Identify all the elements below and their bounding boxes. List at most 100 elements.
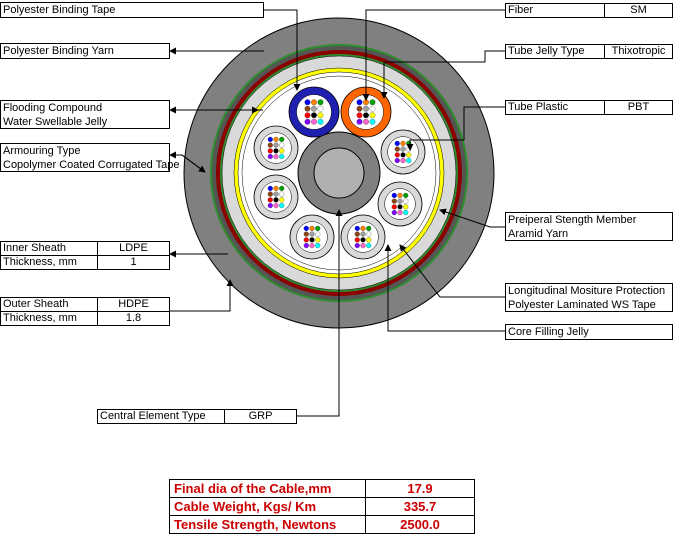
fiber-dot xyxy=(406,152,412,158)
fiber-value: SM xyxy=(604,3,673,18)
outer-thickness-value: 1.8 xyxy=(97,311,170,326)
fiber-dot xyxy=(273,185,279,191)
fiber-dot xyxy=(391,210,397,216)
fiber-dot xyxy=(317,99,324,106)
fiber-dot xyxy=(360,225,366,231)
fiber-dot xyxy=(403,210,409,216)
inner-thickness-label: Thickness, mm xyxy=(0,255,98,270)
fiber-dot xyxy=(406,158,412,164)
fiber-dot xyxy=(317,118,324,125)
fiber-dot xyxy=(360,237,366,243)
fiber-dot xyxy=(363,99,369,106)
central-element-value: GRP xyxy=(224,409,297,424)
binding-yarn-label: Polyester Binding Yarn xyxy=(3,45,114,57)
fiber-dot xyxy=(279,136,285,142)
fiber-dot xyxy=(403,198,409,204)
strength-member-label-box: Preiperal Stength Member Aramid Yarn xyxy=(505,212,673,241)
fiber-dot xyxy=(403,192,409,198)
fiber-dot xyxy=(369,118,376,125)
fiber-dot xyxy=(273,148,279,154)
fiber-dot xyxy=(363,118,369,125)
fiber-dot xyxy=(273,197,279,203)
inner-sheath-value: LDPE xyxy=(97,241,170,256)
central-element-label: Central Element Type xyxy=(97,409,225,424)
fiber-dot xyxy=(303,225,309,231)
fiber-dot xyxy=(311,112,317,119)
fiber-dot xyxy=(311,118,317,125)
fiber-dot xyxy=(391,192,397,198)
fiber-dot xyxy=(311,99,317,106)
fiber-dot xyxy=(309,231,315,237)
fiber-dot xyxy=(267,148,273,154)
summary-label: Final dia of the Cable,mm xyxy=(169,479,366,498)
fiber-dot xyxy=(397,210,403,216)
fiber-dot xyxy=(304,105,311,112)
fiber-dot xyxy=(394,140,400,146)
fiber-dot xyxy=(391,204,397,210)
flooding-compound-label: Flooding Compound xyxy=(3,102,103,114)
binding-yarn-label-box: Polyester Binding Yarn xyxy=(0,43,170,59)
fiber-dot xyxy=(273,142,279,148)
fiber-dot xyxy=(315,237,321,243)
fiber-dot xyxy=(356,105,363,112)
fiber-dot xyxy=(304,112,311,119)
fiber-dot xyxy=(309,243,315,249)
fiber-dot xyxy=(391,198,397,204)
armouring-label-box: Armouring Type Copolymer Coated Corrugat… xyxy=(0,143,180,172)
outer-thickness-label: Thickness, mm xyxy=(0,311,98,326)
long-protection-label: Longitudinal Mositure Protection xyxy=(508,285,666,297)
fiber-dot xyxy=(309,237,315,243)
fiber-dot xyxy=(356,118,363,125)
fiber-dot xyxy=(366,225,372,231)
fiber-dot xyxy=(273,136,279,142)
summary-row: Tensile Strength, Newtons 2500.0 xyxy=(169,515,475,534)
binding-tape-label: Polyester Binding Tape xyxy=(3,4,116,16)
fiber-dot xyxy=(400,140,406,146)
fiber-dot xyxy=(303,237,309,243)
strength-member-value: Aramid Yarn xyxy=(508,228,569,240)
fiber-dot xyxy=(273,191,279,197)
outer-sheath-value: HDPE xyxy=(97,297,170,312)
fiber-dot xyxy=(279,154,285,160)
fiber-dot xyxy=(317,112,324,119)
fiber-dot xyxy=(267,142,273,148)
fiber-dot xyxy=(397,204,403,210)
fiber-dot xyxy=(273,154,279,160)
fiber-dot xyxy=(394,152,400,158)
flooding-label-box: Flooding Compound Water Swellable Jelly xyxy=(0,100,170,129)
fiber-dot xyxy=(369,112,376,119)
tube-plastic-value: PBT xyxy=(604,100,673,115)
fiber-dot xyxy=(304,118,311,125)
fiber-dot xyxy=(267,203,273,209)
summary-value: 2500.0 xyxy=(365,515,475,534)
fiber-dot xyxy=(366,237,372,243)
fiber-dot xyxy=(400,152,406,158)
fiber-dot xyxy=(366,243,372,249)
fiber-dot xyxy=(279,197,285,203)
fiber-dot xyxy=(363,105,369,112)
tube-jelly-label: Tube Jelly Type xyxy=(505,44,605,59)
fiber-dot xyxy=(366,231,372,237)
summary-table: Final dia of the Cable,mm 17.9 Cable Wei… xyxy=(169,479,475,534)
fiber-dot xyxy=(394,158,400,164)
summary-label: Cable Weight, Kgs/ Km xyxy=(169,497,366,516)
fiber-dot xyxy=(356,99,363,106)
fiber-dot xyxy=(315,243,321,249)
long-protection-label-box: Longitudinal Mositure Protection Polyest… xyxy=(505,283,673,312)
fiber-dot xyxy=(279,148,285,154)
fiber-dot xyxy=(354,243,360,249)
fiber-dot xyxy=(403,204,409,210)
fiber-dot xyxy=(400,146,406,152)
fiber-dot xyxy=(267,185,273,191)
fiber-dot xyxy=(363,112,369,119)
tube-plastic-label: Tube Plastic xyxy=(505,100,605,115)
fiber-dot xyxy=(309,225,315,231)
fiber-dot xyxy=(360,243,366,249)
long-protection-value: Polyester Laminated WS Tape xyxy=(508,299,656,311)
fiber-dot xyxy=(394,146,400,152)
outer-sheath-label: Outer Sheath xyxy=(0,297,98,312)
fiber-dot xyxy=(267,191,273,197)
fiber-dot xyxy=(311,105,317,112)
fiber-dot xyxy=(267,136,273,142)
